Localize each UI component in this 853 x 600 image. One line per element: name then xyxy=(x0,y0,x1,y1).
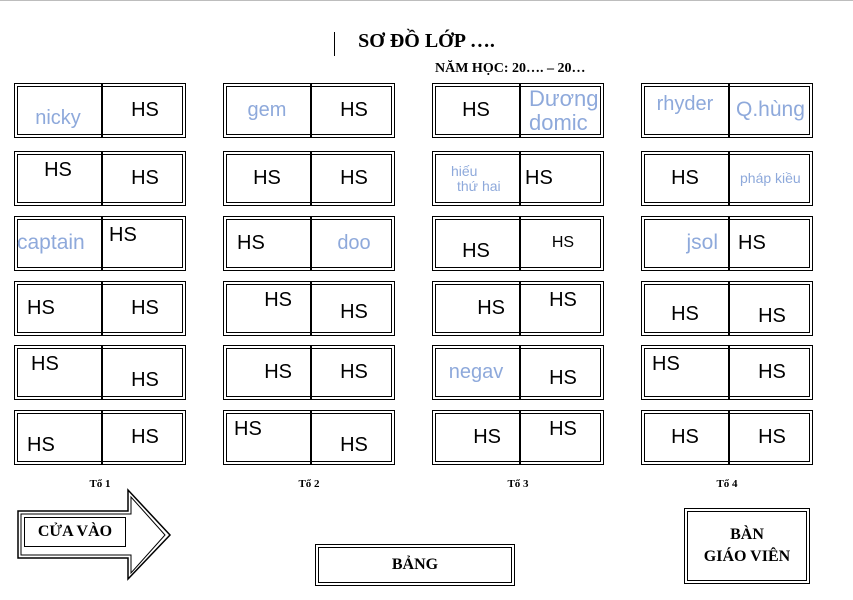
group-label-4: Tổ 4 xyxy=(716,478,738,490)
seat-left[interactable]: hiếu thứ hai xyxy=(433,152,519,205)
seat-right[interactable]: HS xyxy=(525,167,553,189)
seat-right[interactable]: HS xyxy=(131,369,159,391)
group-label-1: Tổ 1 xyxy=(89,478,111,490)
seat-right[interactable]: HS xyxy=(758,305,786,327)
seat-left[interactable]: HS xyxy=(27,297,55,319)
seat-right[interactable]: HS xyxy=(131,426,159,448)
seat-name-line: Dương xyxy=(529,86,599,112)
seat-right[interactable]: HS xyxy=(758,426,786,448)
desk: captain HS xyxy=(14,216,186,271)
seat-left[interactable]: jsol xyxy=(686,231,718,255)
seat-left[interactable]: HS xyxy=(237,232,265,254)
desk: HS HS xyxy=(641,345,813,400)
teacher-desk-line: GIÁO VIÊN xyxy=(703,548,791,565)
seat-right[interactable]: HS xyxy=(549,367,577,389)
seat-right[interactable]: pháp kiều xyxy=(740,170,801,187)
seat-right[interactable]: HS xyxy=(340,167,368,189)
top-border-line xyxy=(0,0,853,1)
desk: nicky HS xyxy=(14,83,186,138)
seat-left[interactable]: captain xyxy=(17,231,85,255)
desk: HS HS xyxy=(223,345,395,400)
text-cursor xyxy=(334,32,335,56)
seat-right[interactable]: HS xyxy=(738,232,766,254)
desk: HS HS xyxy=(14,151,186,206)
seat-right[interactable]: HS xyxy=(340,99,368,121)
seat-right[interactable]: HS xyxy=(131,167,159,189)
seat-left[interactable]: HS xyxy=(44,159,72,181)
seat-left[interactable]: HS xyxy=(31,353,59,375)
seat-left[interactable]: HS xyxy=(477,297,505,319)
desk: jsol HS xyxy=(641,216,813,271)
board-label: BẢNG xyxy=(391,556,439,573)
desk: HS HS xyxy=(223,410,395,465)
seat-left[interactable]: HS xyxy=(234,418,262,440)
seat-name-line: thứ hai xyxy=(457,177,501,194)
seat-left[interactable]: HS xyxy=(27,434,55,456)
desk: HS HS xyxy=(223,151,395,206)
desk: HS HS xyxy=(432,281,604,336)
seat-left[interactable]: HS xyxy=(473,426,501,448)
desk: HS HS xyxy=(14,281,186,336)
seat-name-line: domic xyxy=(529,109,588,135)
seat-right[interactable]: HS xyxy=(549,289,577,311)
seat-right[interactable]: HS xyxy=(758,361,786,383)
desk: HS HS xyxy=(223,281,395,336)
seat-right[interactable]: doo xyxy=(337,232,371,254)
seat-right[interactable]: HS xyxy=(131,99,159,121)
seat-right[interactable]: Dương domic xyxy=(521,84,605,137)
desk: negav HS xyxy=(432,345,604,400)
seat-left[interactable]: HS xyxy=(652,353,680,375)
seat-right[interactable]: Q.hùng xyxy=(736,98,805,122)
desk: HS HS xyxy=(14,345,186,400)
desk: HS Dương domic xyxy=(432,83,604,138)
desk: gem HS xyxy=(223,83,395,138)
teacher-desk: BÀN GIÁO VIÊN xyxy=(684,508,810,584)
group-label-2: Tổ 2 xyxy=(298,478,320,490)
seat-name-line: hiếu xyxy=(451,162,478,179)
seat-left[interactable]: HS xyxy=(253,167,281,189)
entrance-label: CỬA VÀO xyxy=(24,517,126,547)
school-year: NĂM HỌC: 20…. – 20… xyxy=(435,61,586,76)
seat-left[interactable]: HS xyxy=(462,240,490,262)
seat-left[interactable]: HS xyxy=(671,167,699,189)
desk: HS HS xyxy=(641,281,813,336)
seat-left[interactable]: negav xyxy=(448,361,504,383)
seat-right[interactable]: HS xyxy=(131,297,159,319)
desk: HS HS xyxy=(641,410,813,465)
seat-left[interactable]: HS xyxy=(671,426,699,448)
seat-left[interactable]: HS xyxy=(671,303,699,325)
seat-right[interactable]: HS xyxy=(340,434,368,456)
seat-right[interactable]: HS xyxy=(340,301,368,323)
seat-left[interactable]: HS xyxy=(264,289,292,311)
seat-right[interactable]: HS xyxy=(109,224,137,246)
seat-right[interactable]: HS xyxy=(549,418,577,440)
blackboard: BẢNG xyxy=(315,544,515,586)
seat-left[interactable]: HS xyxy=(462,99,490,121)
desk: hiếu thứ hai HS xyxy=(432,151,604,206)
desk: rhyder Q.hùng xyxy=(641,83,813,138)
seat-right[interactable]: HS xyxy=(551,234,575,252)
group-label-3: Tổ 3 xyxy=(507,478,529,490)
desk: HS pháp kiều xyxy=(641,151,813,206)
desk: HS doo xyxy=(223,216,395,271)
seat-left[interactable]: gem xyxy=(247,99,287,121)
seat-left[interactable]: nicky xyxy=(35,107,81,129)
seat-right[interactable]: HS xyxy=(340,361,368,383)
page-title: SƠ ĐỒ LỚP …. xyxy=(358,30,495,52)
teacher-desk-line: BÀN xyxy=(730,526,764,544)
seat-left[interactable]: rhyder xyxy=(656,93,714,115)
seat-left[interactable]: HS xyxy=(264,361,292,383)
desk: HS HS xyxy=(432,216,604,271)
desk: HS HS xyxy=(14,410,186,465)
desk: HS HS xyxy=(432,410,604,465)
